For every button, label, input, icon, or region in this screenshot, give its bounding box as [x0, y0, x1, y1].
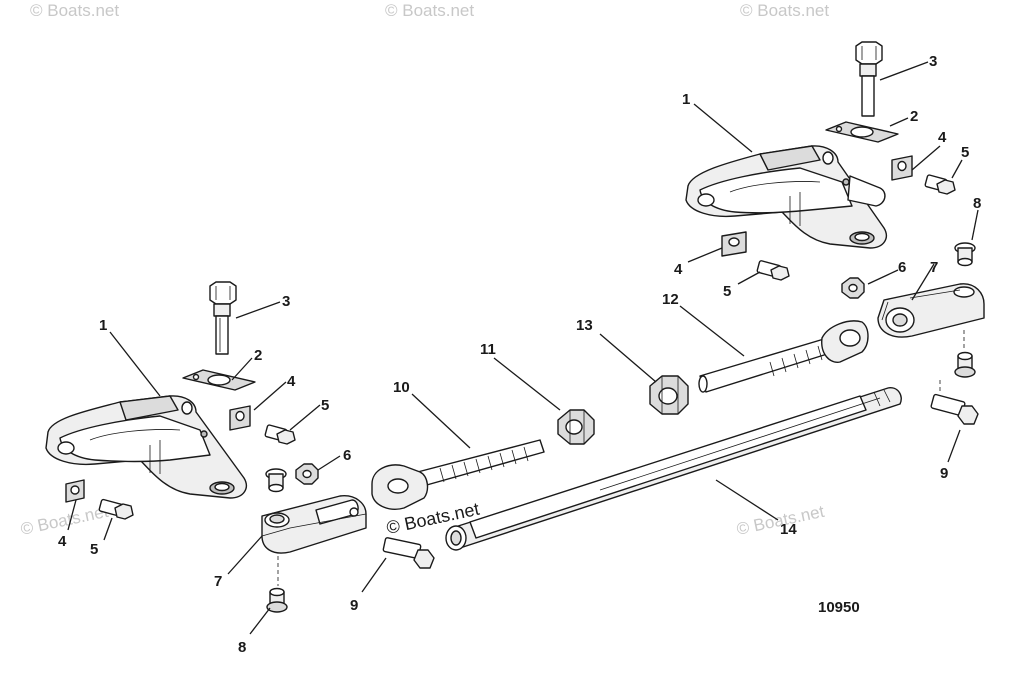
bushing-part-8-right-lower — [954, 351, 976, 378]
callout-3-left: 3 — [282, 293, 290, 310]
washer-part-4-left-upper — [229, 405, 251, 431]
callout-2-right: 2 — [910, 108, 918, 125]
figure-number: 10950 — [818, 599, 860, 616]
watermark-top-center: © Boats.net — [385, 1, 474, 20]
axis-line-right — [939, 330, 965, 394]
callout-4-left-lower: 4 — [58, 533, 67, 550]
callout-4-right-upper: 4 — [938, 129, 947, 146]
clevis-part-7-left — [261, 495, 367, 554]
plate-part-2-right — [825, 121, 899, 143]
callout-1-right: 1 — [682, 91, 690, 108]
callout-9-right: 9 — [940, 465, 948, 482]
bracket-part-1-left — [45, 395, 248, 499]
clevis-part-7-right — [877, 283, 985, 338]
nut-part-6-right — [841, 277, 865, 299]
tube-part-14 — [445, 387, 902, 551]
leader-lines — [67, 61, 979, 635]
callout-7-left: 7 — [214, 573, 222, 590]
callout-5-right-lower: 5 — [723, 283, 731, 300]
callout-5-right-upper: 5 — [961, 144, 969, 161]
callout-4-right-lower: 4 — [674, 261, 683, 278]
rod-end-part-10 — [371, 439, 545, 510]
callout-1-left: 1 — [99, 317, 107, 334]
bolt-part-5-left-upper — [264, 424, 296, 445]
watermark-top-left: © Boats.net — [30, 1, 119, 20]
callout-2-left: 2 — [254, 347, 262, 364]
callout-13: 13 — [576, 317, 593, 334]
washer-part-4-right-upper — [891, 155, 913, 181]
callout-6-right: 6 — [898, 259, 906, 276]
rod-end-part-12 — [698, 320, 869, 393]
bracket-part-1-right — [685, 145, 888, 249]
callout-labels: 3 2 4 1 5 6 4 5 7 8 9 3 2 1 4 5 8 7 6 4 … — [58, 53, 981, 656]
bolt-part-5-right-upper — [924, 174, 956, 195]
bolt-part-3-left — [209, 281, 237, 355]
plate-part-2-left — [182, 369, 256, 391]
washer-part-4-left-lower — [65, 479, 85, 503]
callout-6-left: 6 — [343, 447, 351, 464]
bushing-part-8-left-lower — [266, 587, 288, 613]
bolt-part-9-right — [930, 393, 979, 425]
nut-part-6-left — [295, 463, 319, 485]
callout-7-right: 7 — [930, 259, 938, 276]
callout-5-left-upper: 5 — [321, 397, 329, 414]
nut-part-11 — [557, 409, 595, 445]
bolt-part-5-right-lower — [756, 260, 790, 281]
bolt-part-5-left-lower — [98, 498, 134, 520]
callout-8-right: 8 — [973, 195, 981, 212]
callout-8-left: 8 — [238, 639, 246, 656]
washer-part-4-right-lower — [721, 231, 747, 257]
callout-14: 14 — [780, 521, 797, 538]
callout-12: 12 — [662, 291, 679, 308]
callout-4-left-upper: 4 — [287, 373, 296, 390]
bushing-part-8-right-upper — [954, 242, 976, 267]
watermark-top-right: © Boats.net — [740, 1, 829, 20]
bolt-part-9-left — [382, 537, 435, 569]
callout-10: 10 — [393, 379, 410, 396]
callout-3-right: 3 — [929, 53, 937, 70]
callout-11: 11 — [480, 341, 496, 358]
bushing-part-8-left-upper — [265, 468, 287, 493]
bolt-part-3-right — [855, 41, 883, 117]
callout-9-left: 9 — [350, 597, 358, 614]
nut-part-13 — [649, 375, 689, 415]
callout-5-left-lower: 5 — [90, 541, 98, 558]
